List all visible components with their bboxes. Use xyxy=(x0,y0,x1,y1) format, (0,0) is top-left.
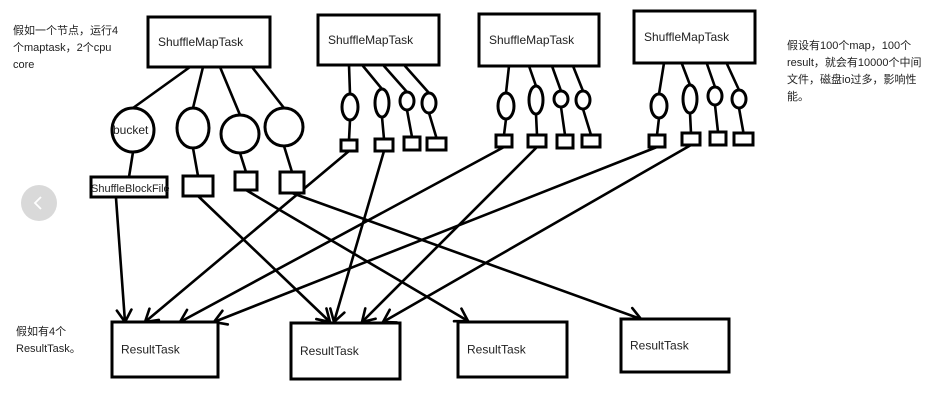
shuffle-block-file-box xyxy=(708,130,728,147)
previous-image-button[interactable] xyxy=(21,185,57,221)
bucket-ellipse xyxy=(527,84,545,116)
shuffle-arrow xyxy=(143,149,351,324)
shuffle-arrow xyxy=(114,196,127,324)
shuffle-map-task-box xyxy=(316,13,441,67)
shuffle-arrow xyxy=(244,188,470,323)
result-task-box xyxy=(289,321,402,381)
bucket-ellipse xyxy=(552,89,570,109)
bucket-stem xyxy=(527,64,538,88)
bucket-stem xyxy=(347,63,352,96)
bucket-ellipse xyxy=(110,106,156,154)
bucket-stem xyxy=(657,61,666,96)
bucket-stem xyxy=(131,65,192,110)
file-stem xyxy=(581,107,593,137)
file-stem xyxy=(534,112,539,137)
bucket-ellipse xyxy=(398,90,416,112)
file-stem xyxy=(347,118,352,142)
file-stem xyxy=(713,103,720,134)
shuffle-arrow xyxy=(381,143,693,324)
result-task-box xyxy=(619,317,731,374)
note-node-config: 假如一个节点，运行4 个maptask，2个cpu core xyxy=(13,25,119,71)
shuffle-block-file-box xyxy=(555,133,575,150)
shuffle-block-file-box xyxy=(647,133,667,149)
chevron-left-icon xyxy=(33,196,42,210)
result-task-box xyxy=(456,320,569,379)
result-task-label: ResultTask xyxy=(467,343,527,357)
shuffle-block-file-label: ShuffleBlockFile xyxy=(91,183,170,195)
bucket-stem xyxy=(705,62,717,89)
shuffle-arrow xyxy=(212,145,659,324)
bucket-ellipse xyxy=(340,92,360,122)
shuffle-block-file-box xyxy=(373,137,395,153)
bucket-stem xyxy=(571,64,585,93)
shuffle-map-task-label: ShuffleMapTask xyxy=(644,30,730,44)
note-result-tasks: 假如有4个 ResultTask。 xyxy=(16,326,81,355)
bucket-ellipse xyxy=(681,83,699,115)
file-stem xyxy=(502,117,508,137)
shuffle-arrow xyxy=(290,191,643,321)
shuffle-arrow xyxy=(332,149,386,324)
shuffle-arrow xyxy=(178,145,506,324)
bucket-stem xyxy=(680,62,692,87)
bucket-stem xyxy=(361,64,384,91)
bucket-ellipse xyxy=(420,91,438,115)
shuffle-map-task-box xyxy=(632,9,757,65)
bucket-stem xyxy=(504,64,511,95)
shuffle-map-task-box xyxy=(477,12,601,68)
bucket-stem xyxy=(550,64,563,93)
bucket-label: bucket xyxy=(113,123,149,137)
file-stem xyxy=(238,151,248,174)
bucket-ellipse xyxy=(730,88,748,110)
bucket-ellipse xyxy=(649,92,669,120)
file-stem xyxy=(405,108,414,139)
result-task-box xyxy=(110,320,220,379)
shuffle-block-file-box xyxy=(732,131,755,147)
result-task-label: ResultTask xyxy=(630,339,690,353)
connector-lines xyxy=(114,61,745,326)
shuffle-block-file-box xyxy=(181,174,215,198)
file-stem xyxy=(282,144,294,174)
file-stem xyxy=(191,146,200,178)
shuffle-map-task-label: ShuffleMapTask xyxy=(158,35,244,49)
note-file-count: 假设有100个map，100个 result，就会有10000个中间 文件，磁盘… xyxy=(787,40,922,103)
shuffle-block-file-box xyxy=(89,175,169,199)
shuffle-block-file-box xyxy=(494,133,514,149)
shuffle-map-task-box xyxy=(146,15,272,69)
shuffle-block-file-box xyxy=(402,135,422,152)
bucket-stem xyxy=(725,62,741,92)
file-stem xyxy=(559,105,567,137)
shuffle-block-file-box xyxy=(580,133,602,149)
file-stem xyxy=(427,111,438,140)
shuffle-map-task-label: ShuffleMapTask xyxy=(489,33,575,47)
bucket-ellipse xyxy=(263,106,305,148)
result-task-label: ResultTask xyxy=(300,344,360,358)
bucket-stem xyxy=(403,64,431,95)
file-stem xyxy=(127,150,135,179)
shuffle-block-file-box xyxy=(526,133,548,149)
bucket-ellipse xyxy=(496,91,516,121)
bucket-ellipse xyxy=(373,87,391,119)
shuffle-block-file-box xyxy=(233,170,259,192)
bucket-stem xyxy=(250,65,286,110)
shuffle-block-file-box xyxy=(680,131,702,147)
shuffle-block-file-box xyxy=(339,138,359,153)
shuffle-arrow xyxy=(196,194,332,324)
bucket-ellipse xyxy=(219,113,261,155)
file-stem xyxy=(737,106,745,135)
bucket-stem xyxy=(191,65,205,110)
bucket-stem xyxy=(382,64,409,94)
file-stem xyxy=(655,116,661,137)
file-stem xyxy=(688,111,693,135)
shuffle-block-file-box xyxy=(278,170,306,195)
bucket-ellipse xyxy=(175,106,211,150)
bucket-ellipse xyxy=(706,85,724,107)
shuffle-map-task-label: ShuffleMapTask xyxy=(328,33,414,47)
result-task-label: ResultTask xyxy=(121,343,181,357)
bucket-stem xyxy=(218,65,242,117)
shuffle-arrow xyxy=(360,145,539,324)
shuffle-block-file-box xyxy=(425,136,448,152)
file-stem xyxy=(380,115,386,141)
bucket-ellipse xyxy=(574,89,592,111)
diagram-nodes: ShuffleMapTask ShuffleMapTask ShuffleMapTa… xyxy=(89,9,757,381)
